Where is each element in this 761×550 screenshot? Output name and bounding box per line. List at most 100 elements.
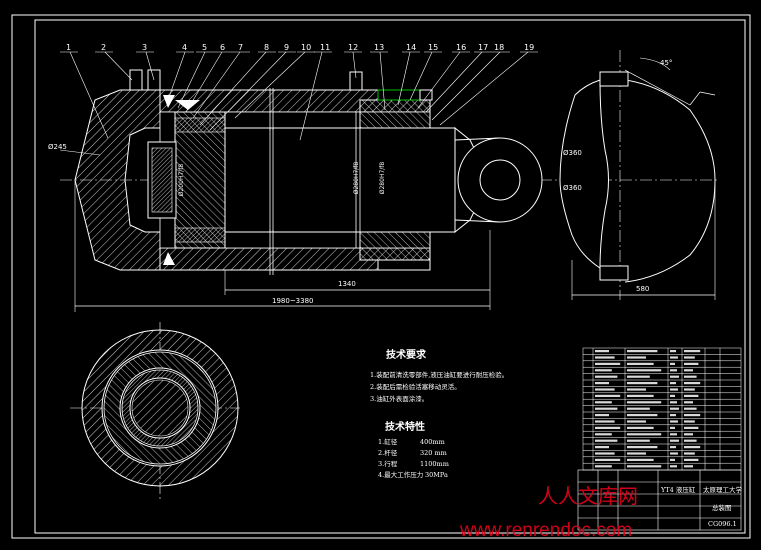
part-number-11: 11 xyxy=(320,43,330,52)
parts-list-entry-mark xyxy=(595,426,621,429)
drawing-number: CG096.1 xyxy=(708,520,737,528)
tech-req-item-1: 1.装配前清洗零部件,液压油缸要进行耐压检验。 xyxy=(370,370,508,379)
side-r2-label: Ø360 xyxy=(563,184,582,192)
parts-list-entry-mark xyxy=(627,388,646,391)
parts-list-entry-mark xyxy=(684,426,699,429)
tech-req-item-3: 3.油缸外表面涂漆。 xyxy=(370,394,428,403)
parts-list-entry-mark xyxy=(595,420,615,423)
parts-list-entry-mark xyxy=(684,439,697,442)
parts-list-entry-mark xyxy=(595,433,612,436)
part-number-14: 14 xyxy=(406,43,416,52)
parts-list-entry-mark xyxy=(627,375,650,378)
part-number-18: 18 xyxy=(494,43,504,52)
outer-border xyxy=(11,14,751,539)
parts-list-entry-mark xyxy=(684,394,699,397)
parts-list-entry-mark xyxy=(684,350,701,353)
tech-spec-value-4: 30MPa xyxy=(425,471,448,479)
left-dim-label: Ø245 xyxy=(48,143,67,151)
parts-list-entry-mark xyxy=(627,465,662,468)
part-number-13: 13 xyxy=(374,43,384,52)
parts-list-entry-mark xyxy=(627,362,654,365)
parts-list-entry-mark xyxy=(670,356,678,359)
parts-list-entry-mark xyxy=(684,433,693,436)
parts-list-entry-mark xyxy=(595,375,618,378)
parts-list-entry-mark xyxy=(670,394,675,397)
part-number-4: 4 xyxy=(182,43,187,52)
piston-dia-label: Ø200H7/f8 xyxy=(178,164,185,197)
parts-list-entry-mark xyxy=(684,356,695,359)
part-number-16: 16 xyxy=(456,43,466,52)
parts-list-entry-mark xyxy=(595,465,612,468)
tech-spec-label-2: 2.杆径 xyxy=(378,448,398,457)
parts-list-entry-mark xyxy=(684,465,693,468)
side-width-label: 580 xyxy=(636,285,649,293)
parts-list-entry-mark xyxy=(595,382,609,385)
watermark-url: www.renrendoc.com xyxy=(459,520,632,541)
parts-list-entry-mark xyxy=(627,401,662,404)
parts-list-entry-mark xyxy=(684,420,695,423)
parts-list-entry-mark xyxy=(670,439,679,442)
parts-list-entry-mark xyxy=(627,446,658,449)
parts-list-entry-mark xyxy=(684,458,699,461)
parts-list-entry-mark xyxy=(684,414,701,417)
parts-list-entry-mark xyxy=(627,350,658,353)
parts-list-entry-mark xyxy=(595,388,615,391)
tech-req-item-2: 2.装配后需检验活塞移动灵活。 xyxy=(370,382,461,391)
tech-spec-label-4: 4.最大工作压力 xyxy=(378,470,423,479)
parts-list-entries xyxy=(595,350,701,468)
parts-list-entry-mark xyxy=(670,407,679,410)
side-r1-label: Ø360 xyxy=(563,149,582,157)
tech-spec-value-2: 320 mm xyxy=(420,449,447,457)
parts-list-entry-mark xyxy=(670,362,675,365)
tech-req-title: 技术要求 xyxy=(386,348,427,361)
parts-list-entry-mark xyxy=(684,362,699,365)
parts-list-entry-mark xyxy=(627,394,654,397)
parts-list-entry-mark xyxy=(627,458,654,461)
tech-requirements: 技术要求 1.装配前清洗零部件,液压油缸要进行耐压检验。 2.装配后需检验活塞移… xyxy=(370,348,508,403)
part-number-15: 15 xyxy=(428,43,438,52)
parts-list-entry-mark xyxy=(627,420,646,423)
bore-dia-label-2: Ø280H7/f8 xyxy=(379,162,386,195)
total-length-label: 1980~3380 xyxy=(272,297,314,305)
side-angle-label: 45° xyxy=(660,59,672,67)
part-number-8: 8 xyxy=(264,43,269,52)
parts-list-entry-mark xyxy=(595,356,615,359)
parts-list-entry-mark xyxy=(595,407,618,410)
gland-top xyxy=(359,99,431,129)
part-number-17: 17 xyxy=(478,43,488,52)
parts-list-entry-mark xyxy=(627,452,646,455)
bore-dia-label-1: Ø280H7/f8 xyxy=(353,162,360,195)
tech-spec-label-1: 1.缸径 xyxy=(378,437,398,446)
end-view xyxy=(70,322,240,500)
parts-list-entry-mark xyxy=(670,350,676,353)
parts-list-entry-mark xyxy=(627,369,662,372)
parts-list-entry-mark xyxy=(595,452,615,455)
tech-spec-label-3: 3.行程 xyxy=(378,459,398,468)
part-number-6: 6 xyxy=(220,43,225,52)
parts-list-entry-mark xyxy=(670,375,679,378)
parts-list-entry-mark xyxy=(670,458,675,461)
parts-list-entry-mark xyxy=(670,388,678,391)
parts-list-entry-mark xyxy=(684,452,695,455)
title-block xyxy=(577,469,742,531)
parts-list-entry-mark xyxy=(670,426,675,429)
parts-list-entry-mark xyxy=(595,350,609,353)
tech-specs: 技术特性 1.缸径 400mm 2.杆径 320 mm 3.行程 1100mm … xyxy=(378,420,449,479)
parts-list-entry-mark xyxy=(670,382,676,385)
part-number-12: 12 xyxy=(348,43,358,52)
parts-list-entry-mark xyxy=(684,446,701,449)
part-number-5: 5 xyxy=(202,43,207,52)
parts-list-entry-mark xyxy=(684,401,693,404)
parts-list-entry-mark xyxy=(595,362,621,365)
part-number-10: 10 xyxy=(301,43,311,52)
piston-rod xyxy=(224,127,456,233)
parts-list-entry-mark xyxy=(684,407,697,410)
tech-spec-value-3: 1100mm xyxy=(420,460,449,468)
parts-list-entry-mark xyxy=(670,452,678,455)
parts-list-entry-mark xyxy=(627,414,658,417)
parts-list-entry-mark xyxy=(595,369,612,372)
parts-list-entry-mark xyxy=(627,439,650,442)
parts-list-entry-mark xyxy=(595,439,618,442)
parts-list-entry-mark xyxy=(670,420,678,423)
parts-list-entry-mark xyxy=(595,414,609,417)
